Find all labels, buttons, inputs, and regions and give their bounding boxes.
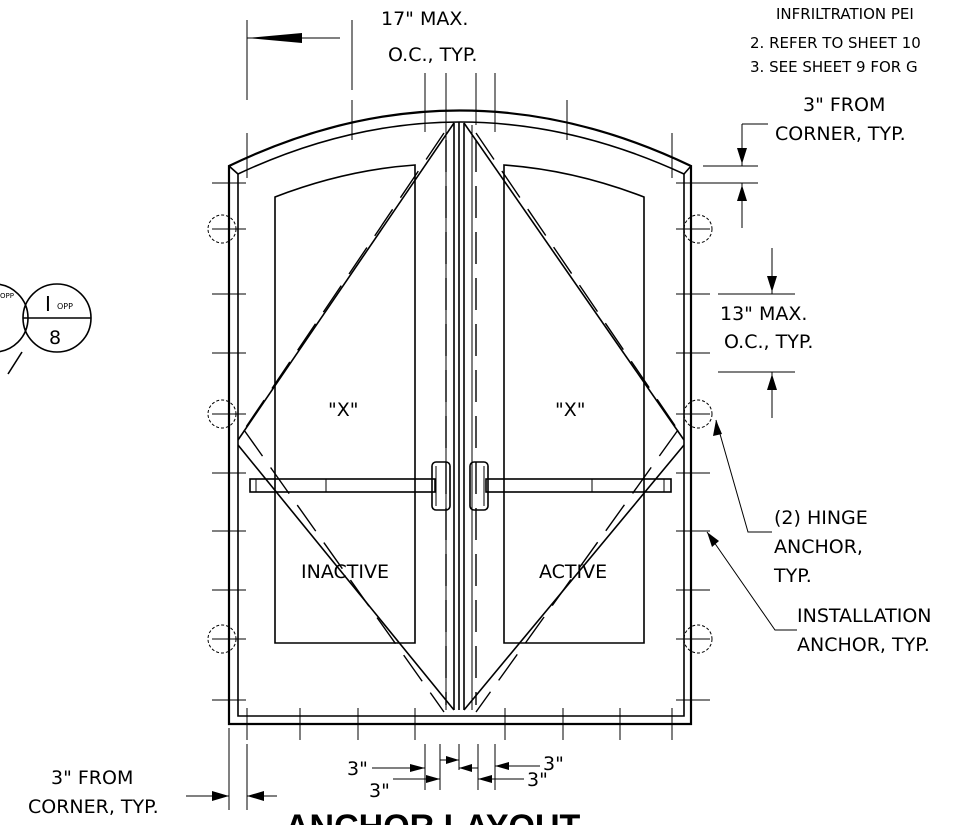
note-line-3: 3. SEE SHEET 9 FOR G [750, 58, 918, 76]
drawing-title: ANCHOR LAYOUT [285, 808, 581, 825]
dim-bottom-center: 3" 3" 3" 3" [347, 744, 564, 802]
section-bubble-bottom: 8 [49, 327, 61, 349]
right-panel-mark: "X" [555, 399, 586, 421]
callout-hinge-line-2: ANCHOR, [774, 536, 863, 558]
section-bubble: OPP I OPP 8 [0, 283, 92, 375]
dim-bottom-corner-line-1: 3" FROM [51, 767, 133, 789]
callout-installation-anchor: INSTALLATION ANCHOR, TYP. [706, 531, 932, 656]
swing-indicators [243, 132, 679, 713]
hinge-anchors [207, 214, 713, 654]
dim-center-b: 3" [369, 780, 390, 802]
dim-right-corner-line-2: CORNER, TYP. [775, 123, 906, 145]
dim-top-spacing-line-2: O.C., TYP. [388, 44, 477, 66]
callout-hinge-anchor: (2) HINGE ANCHOR, TYP. [713, 419, 868, 587]
section-bubble-leader [7, 351, 23, 375]
frame-outer [227, 109, 693, 726]
dim-center-a: 3" [347, 758, 368, 780]
dim-top-spacing-line-1: 17" MAX. [381, 8, 468, 30]
callout-install-line-2: ANCHOR, TYP. [797, 634, 930, 656]
left-panel-mark: "X" [328, 399, 359, 421]
section-bubble-sub: OPP [57, 302, 73, 311]
left-glass-lite [274, 164, 416, 644]
dim-center-d: 3" [527, 769, 548, 791]
right-panel-label: ACTIVE [539, 561, 607, 583]
dim-side-spacing: 13" MAX. O.C., TYP. [718, 248, 813, 418]
dim-center-c: 3" [543, 753, 564, 775]
dim-side-spacing-line-1: 13" MAX. [720, 303, 807, 325]
left-panel-label: INACTIVE [301, 561, 389, 583]
door-frame [227, 109, 693, 726]
dim-bottom-corner: 3" FROM CORNER, TYP. [28, 728, 277, 818]
top-bottom-anchor-ticks [246, 73, 673, 740]
left-panic-bar [249, 461, 451, 511]
dim-top-spacing: 17" MAX. O.C., TYP. [246, 8, 477, 100]
note-line-1: INFRILTRATION PEI [776, 5, 914, 23]
side-anchor-ticks [212, 182, 710, 701]
center-astragal [237, 122, 685, 711]
dim-bottom-corner-line-2: CORNER, TYP. [28, 796, 159, 818]
frame-inner [237, 121, 685, 717]
right-panic-bar [469, 461, 672, 511]
note-line-2: 2. REFER TO SHEET 10 [750, 34, 921, 52]
section-bubble-left-sub: OPP [0, 292, 14, 300]
dim-side-spacing-line-2: O.C., TYP. [724, 331, 813, 353]
dim-right-corner-line-1: 3" FROM [803, 94, 885, 116]
section-bubble-top: I [45, 292, 51, 316]
right-glass-lite [503, 164, 645, 644]
callout-install-line-1: INSTALLATION [797, 605, 932, 627]
dim-right-corner: 3" FROM CORNER, TYP. [703, 94, 906, 228]
callout-hinge-line-1: (2) HINGE [774, 507, 868, 529]
callout-hinge-line-3: TYP. [773, 565, 812, 587]
